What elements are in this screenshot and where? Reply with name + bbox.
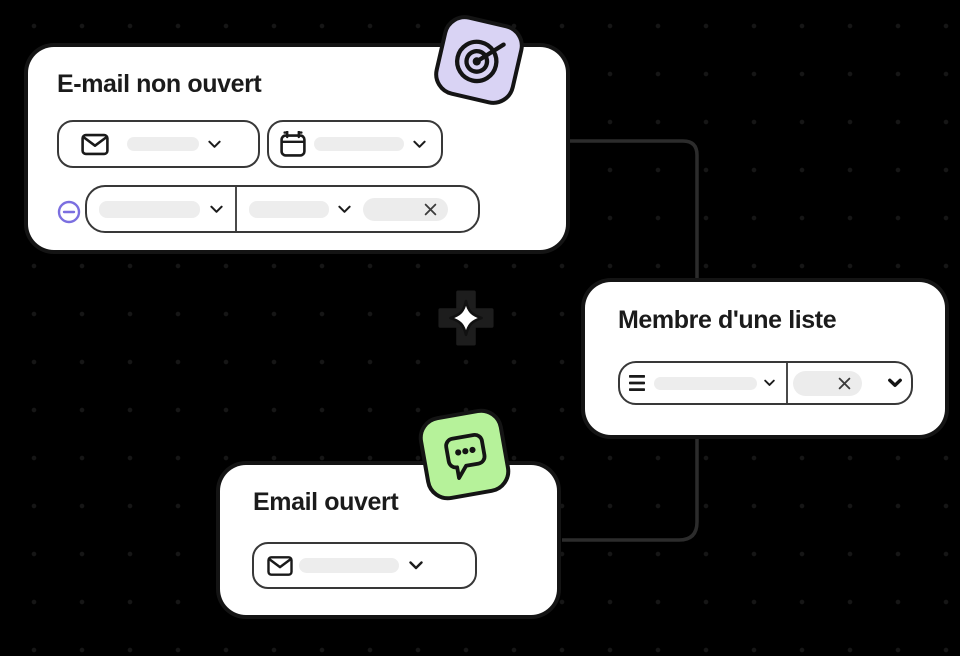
segment-divider [235,187,237,231]
chevron-down-icon [413,140,426,148]
select-value-placeholder [299,558,399,573]
condition-group-select[interactable] [85,185,480,233]
chevron-down-icon [409,561,423,570]
chevron-down-icon [208,140,221,148]
card-email-ouvert: Email ouvert [220,465,557,615]
list-chip[interactable] [793,370,862,396]
connector-top [570,139,699,280]
select-value-placeholder [654,376,757,390]
target-icon [455,39,506,84]
calendar-icon [280,131,306,157]
chat-bubble-icon [443,432,486,480]
list-select[interactable] [618,361,913,405]
select-value-placeholder [127,137,199,151]
envelope-icon [81,133,109,155]
chevron-down-bold-icon [888,378,902,387]
close-icon[interactable] [424,203,437,216]
envelope-icon [267,555,293,576]
card-title: Email ouvert [253,488,399,516]
chat-badge [415,405,514,504]
card-title: E-mail non ouvert [57,70,262,98]
email-select[interactable] [57,120,260,168]
connector-bottom [562,438,699,542]
chevron-down-icon [764,379,775,386]
close-icon[interactable] [838,377,851,390]
email-select[interactable] [252,542,477,589]
list-icon [629,375,645,391]
select-value-placeholder [249,200,329,218]
card-title: Membre d'une liste [618,306,837,334]
target-badge [429,10,529,110]
chevron-down-icon [338,205,351,213]
select-value-placeholder [314,137,404,151]
remove-condition-button[interactable] [57,200,81,224]
select-value-placeholder [99,200,200,218]
date-select[interactable] [267,120,443,168]
card-membre-liste: Membre d'une liste [585,282,945,435]
segment-divider [786,363,788,403]
sparkle-icon [438,290,494,346]
chevron-down-icon [210,205,223,213]
filter-chip[interactable] [363,197,448,221]
